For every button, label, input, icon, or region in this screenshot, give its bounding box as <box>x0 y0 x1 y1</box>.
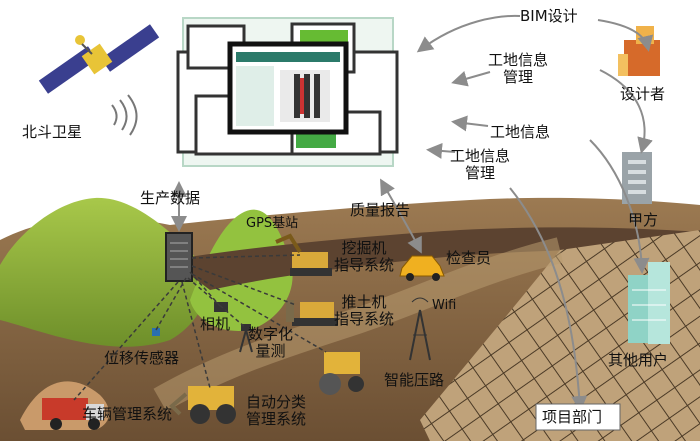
label-vehicle-management: 车辆管理系统 <box>82 405 173 423</box>
dump-truck-icon <box>42 398 104 430</box>
label-smart-compaction: 智能压路 <box>384 371 445 389</box>
label-site-info-management-1: 工地信息 管理 <box>488 51 549 86</box>
server-tower-icon <box>165 232 193 282</box>
label-gps-base-station: GPS基站 <box>246 216 299 231</box>
wifi-tower-icon <box>409 297 431 361</box>
label-site-info-management-2: 工地信息 管理 <box>450 147 511 182</box>
label-quality-report: 质量报告 <box>350 201 411 219</box>
project-department-box <box>535 403 621 431</box>
label-production-data: 生产数据 <box>140 189 201 207</box>
server-links <box>73 254 327 401</box>
monitor-screens <box>176 17 399 167</box>
label-inspector: 检查员 <box>446 249 492 267</box>
inspector-car-icon <box>399 255 445 281</box>
signal-waves-icon <box>111 94 138 136</box>
label-displacement-sensor: 位移传感器 <box>104 349 180 367</box>
work-road <box>153 237 564 412</box>
owner-building-icon <box>622 152 652 204</box>
label-owner: 甲方 <box>628 211 659 229</box>
label-bulldozer-guidance: 推土机 指导系统 <box>334 293 395 328</box>
other-users-building-icon <box>628 262 670 344</box>
bulldozer-icon <box>286 300 338 326</box>
survey-instrument-icon <box>239 324 253 353</box>
road-roller-icon <box>319 352 364 395</box>
flow-arrows <box>171 14 654 412</box>
displacement-sensor-icon <box>152 328 160 336</box>
label-excavator-guidance: 挖掘机 指导系统 <box>334 239 395 274</box>
loader-icon <box>169 386 236 424</box>
excavator-icon <box>275 233 332 276</box>
label-camera: 相机 <box>200 315 231 333</box>
label-digital-survey: 数字化 量测 <box>248 325 294 360</box>
label-wifi: Wifi <box>432 298 457 313</box>
label-site-info: 工地信息 <box>490 123 551 141</box>
label-designer: 设计者 <box>620 85 666 103</box>
label-beidou-satellite: 北斗卫星 <box>22 123 83 141</box>
label-project-department: 项目部门 <box>542 408 603 426</box>
label-bim-design: BIM设计 <box>520 7 578 25</box>
label-auto-classification: 自动分类 管理系统 <box>246 393 307 428</box>
satellite-icon <box>38 24 160 94</box>
left-green-hill <box>0 197 207 347</box>
excavation-band <box>170 227 700 290</box>
label-other-users: 其他用户 <box>608 351 669 369</box>
